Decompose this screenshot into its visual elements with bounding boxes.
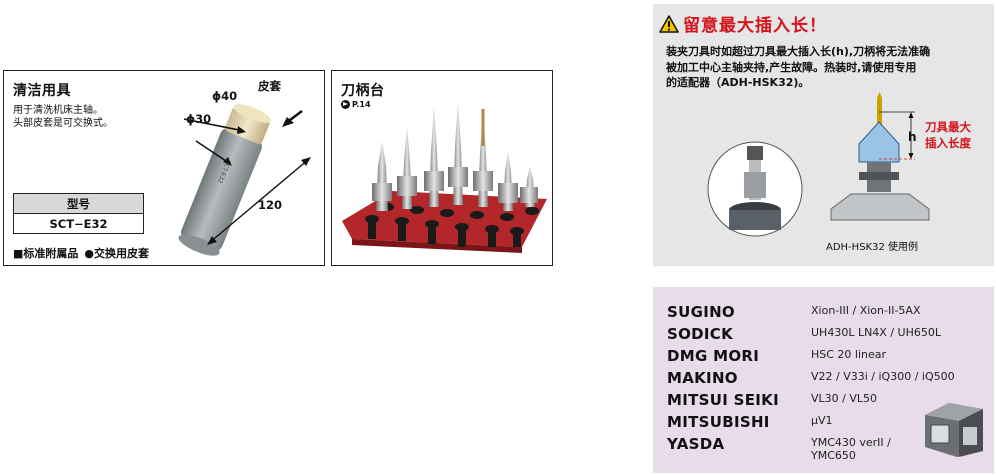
dim-diameter-30: ϕ30 (186, 112, 212, 126)
warning-body-line-3: 的适配器（ADH-HSK32)。 (666, 76, 810, 89)
arrow-circle-right-icon (341, 100, 350, 109)
machine-model: UH430L LN4X / UH650L (811, 326, 941, 339)
cleaning-tool-illustration: SCT-E32 (178, 104, 311, 256)
page-reference-link[interactable]: P.14 (341, 100, 371, 109)
warning-body-line-2: 被加工中心主轴夹持,产生故障。热装时,请使用专用 (666, 60, 917, 74)
machine-model: V22 / V33i / iQ300 / iQ500 (811, 370, 955, 383)
warning-title-row: 留意最大插入长！ (659, 11, 827, 36)
machine-model: HSC 20 linear (811, 348, 887, 361)
warning-panel: 留意最大插入长！ 装夹刀具时如超过刀具最大插入长(h),刀柄将无法准确 被加工中… (653, 4, 994, 266)
machine-model: VL30 / VL50 (811, 392, 877, 405)
dim-length-120: 120 (258, 198, 283, 212)
adapter-caption: ADH-HSK32 使用例 (826, 242, 918, 253)
machine-maker: SUGINO (667, 303, 735, 321)
machine-model: YMC430 verII / YMC650 (811, 436, 891, 462)
machine-maker: MITSUBISHI (667, 413, 770, 431)
cleaning-tool-desc-2: 头部皮套是可交换式。 (13, 118, 113, 129)
legend-replacement: ●交换用皮套 (84, 247, 150, 260)
max-insertion-length-line-2: 插入长度 (925, 136, 971, 150)
machine-maker: DMG MORI (667, 347, 760, 365)
tool-holder-stand-panel: 刀柄台 P.14 (331, 70, 553, 266)
label-leather-cover: 皮套 (258, 79, 281, 93)
warning-title: 留意最大插入长！ (683, 16, 827, 36)
machine-model-line-1: YMC430 verII / (811, 436, 891, 449)
legend-standard: ■标准附属品 (13, 247, 79, 260)
warning-body-line-1: 装夹刀具时如超过刀具最大插入长(h),刀柄将无法准确 (666, 45, 931, 58)
warning-triangle-icon (659, 14, 679, 33)
machine-maker: MITSUI SEIKI (667, 391, 779, 409)
model-table-value: SCT−E32 (13, 213, 144, 234)
compatible-machines-panel: SUGINO Xion-III / Xion-II-5AX SODICK UH4… (653, 287, 994, 473)
cleaning-tool-title: 清洁用具 (13, 83, 71, 99)
accessory-legend: ■标准附属品 ●交换用皮套 (13, 245, 149, 261)
tool-holder-stand-illustration (342, 101, 547, 253)
model-table: 型号 SCT−E32 (13, 193, 144, 234)
max-insertion-length-label: 刀具最大 插入长度 (925, 119, 971, 151)
machine-model: Xion-III / Xion-II-5AX (811, 304, 921, 317)
page-reference-text: P.14 (352, 100, 371, 109)
cleaning-tool-desc-1: 用于清洗机床主轴。 (13, 105, 103, 116)
machine-model-line-2: YMC650 (811, 449, 856, 462)
machine-model: μV1 (811, 414, 833, 427)
machining-center-icon (925, 403, 983, 457)
cleaning-tool-panel: 清洁用具 用于清洗机床主轴。 头部皮套是可交换式。 SCT-E32 (3, 70, 325, 266)
machine-maker: YASDA (667, 435, 725, 453)
tool-holder-stand-title: 刀柄台 (341, 83, 385, 99)
adapter-illustration (707, 92, 930, 237)
model-table-header: 型号 (13, 193, 144, 214)
max-insertion-length-line-1: 刀具最大 (925, 120, 971, 134)
warning-body: 装夹刀具时如超过刀具最大插入长(h),刀柄将无法准确 被加工中心主轴夹持,产生故… (666, 44, 986, 91)
machine-maker: MAKINO (667, 369, 738, 387)
dim-h-label: h (908, 130, 917, 144)
dim-diameter-40: ϕ40 (212, 89, 238, 103)
machine-maker: SODICK (667, 325, 734, 343)
